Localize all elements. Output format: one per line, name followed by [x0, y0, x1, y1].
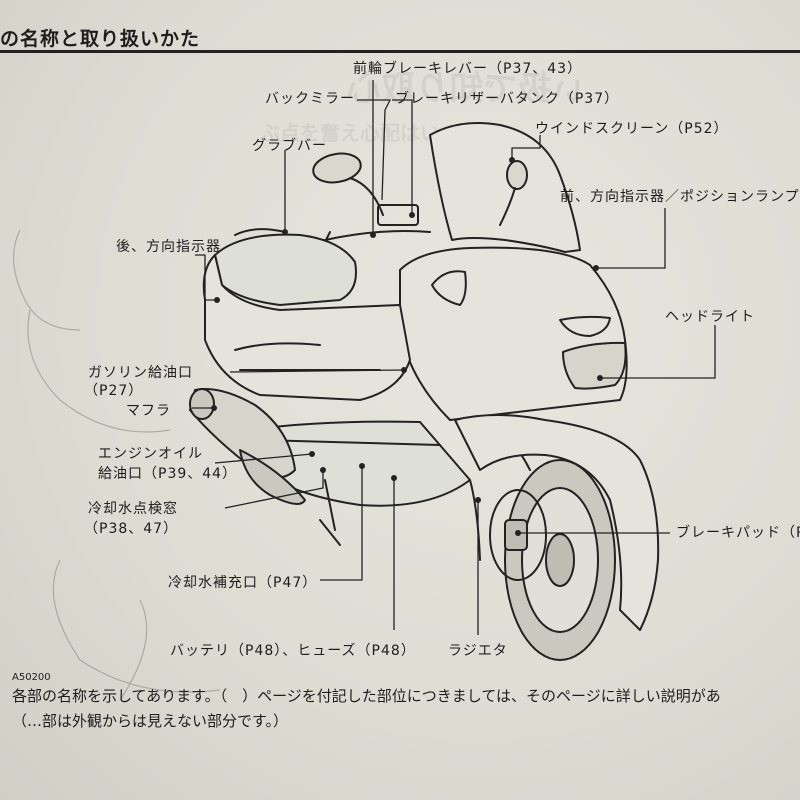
figure-code: A50200 [12, 672, 51, 683]
label-coolant-window: 冷却水点検窓 [88, 501, 178, 517]
note-line-1: 各部の名称を示してあります。（ ）ページを付記した部位につきましては、そのページ… [12, 687, 721, 705]
label-windscreen: ウインドスクリーン（P52） [535, 121, 729, 137]
svg-text:ぶ点を奮え心配はい: ぶ点を奮え心配はい [259, 121, 440, 145]
note-line-2: （…部は外観からは見えない部分です。） [12, 712, 289, 730]
label-grab-bar: グラブバー [252, 138, 327, 154]
label-coolant-window-page: （P38、47） [84, 521, 179, 537]
label-front-brake-lever: 前輪ブレーキレバー（P37、43） [353, 61, 583, 77]
label-engine-oil-filler: 給油口（P39、44） [98, 466, 238, 482]
svg-text:ぃ扱で知り取心: ぃ扱で知り取心 [347, 69, 585, 109]
leader-lines [192, 80, 716, 635]
title-underline [0, 50, 800, 53]
label-back-mirror: バックミラー [265, 91, 355, 107]
background-rider-sketch [12, 229, 221, 701]
label-coolant-filler: 冷却水補充口（P47） [168, 575, 318, 591]
show-through-text: ぃ扱で知り取心 ぶ点を奮え心配はい [259, 69, 585, 145]
label-muffler: マフラ [126, 403, 171, 419]
label-fuel-filler: ガソリン給油口 [88, 365, 193, 381]
label-headlight: ヘッドライト [665, 309, 755, 325]
scooter-body [189, 122, 660, 661]
label-fuel-filler-page: （P27） [84, 383, 144, 399]
label-radiator: ラジエタ [448, 643, 508, 659]
label-brake-pad: ブレーキパッド（P4 [676, 525, 800, 541]
label-engine-oil: エンジンオイル [98, 446, 203, 462]
label-rear-turn-signal: 後、方向指示器 [116, 239, 221, 255]
label-front-turn-signal: 前、方向指示器／ポジションランプ [560, 189, 800, 205]
label-battery-fuse: バッテリ（P48）、ヒューズ（P48） [170, 643, 416, 659]
label-brake-reservoir-tank: ブレーキリザーバタンク（P37） [395, 91, 620, 107]
section-title: の名称と取り扱いかた [0, 28, 201, 50]
